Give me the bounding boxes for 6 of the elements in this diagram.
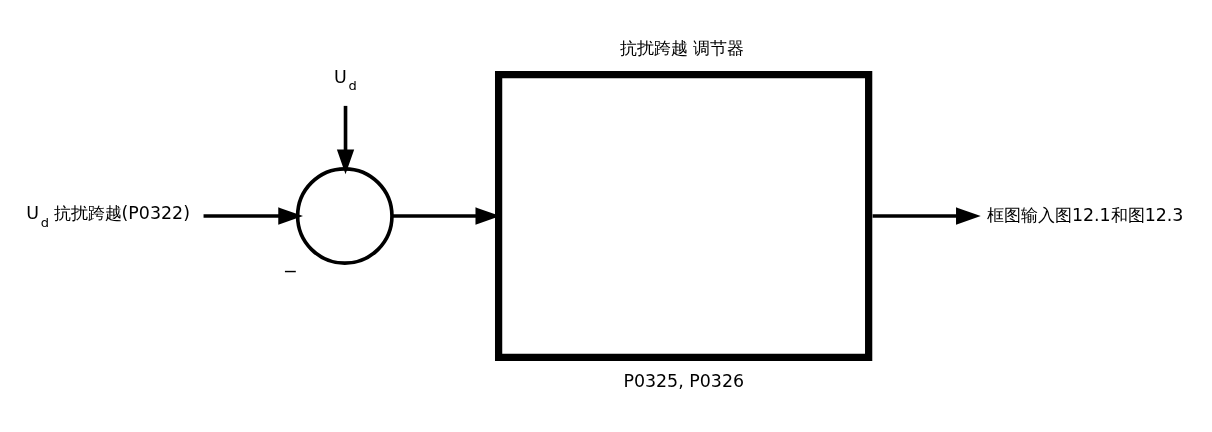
node-text: U$_{d}$ 抗扰跨越(P0322) bbox=[26, 203, 190, 230]
node-label: − bbox=[283, 261, 298, 282]
node-label: P0325, P0326 bbox=[623, 370, 745, 391]
node-label: 抗扰跨越 调节器 bbox=[619, 38, 745, 59]
node-text: 框图输入图12.1和图12.3 bbox=[986, 204, 1184, 225]
node-text: U$_{d}$ bbox=[333, 66, 357, 94]
